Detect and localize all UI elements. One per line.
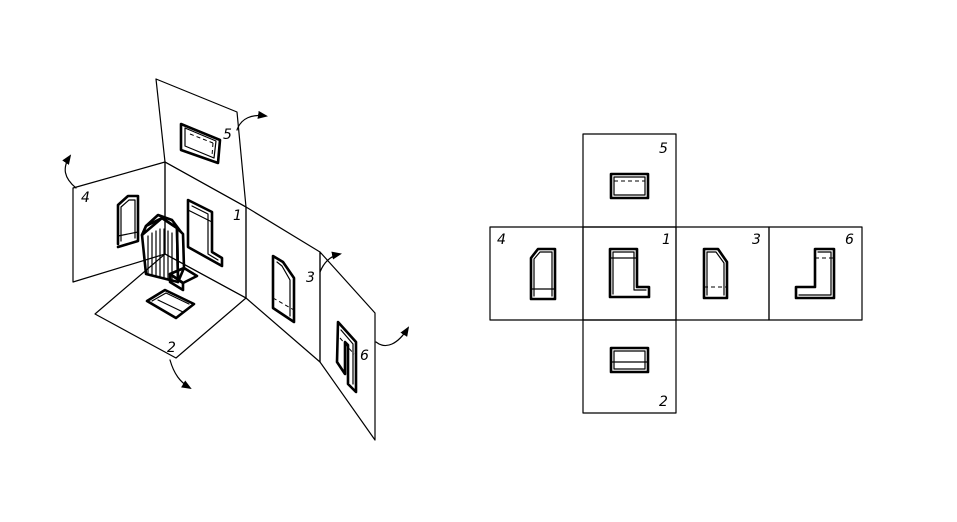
plane-6-iso [319, 251, 376, 441]
iso-label-5: 5 [223, 127, 232, 143]
rotation-arrow-5 [236, 110, 268, 131]
plane-5-iso [155, 78, 247, 208]
unfolded-label-2: 2 [659, 394, 668, 410]
cell-6 [768, 226, 863, 321]
unfolded-label-1: 1 [662, 232, 671, 248]
iso-label-1: 1 [233, 208, 242, 224]
view-1-shape [608, 247, 651, 299]
projection-2-iso [145, 288, 196, 320]
view-6-shape [794, 247, 836, 300]
unfolded-label-4: 4 [497, 232, 506, 248]
view-4-shape [529, 247, 557, 301]
unfolded-view: 5 4 1 3 6 2 [489, 133, 863, 414]
iso-label-2: 2 [167, 340, 176, 356]
view-2-shape [609, 346, 650, 374]
projection-1-iso [186, 198, 224, 268]
rotation-arrow-6 [375, 326, 410, 347]
iso-label-6: 6 [360, 348, 369, 364]
unfolded-label-6: 6 [845, 232, 854, 248]
iso-label-4: 4 [81, 190, 90, 206]
projection-5-iso [179, 122, 222, 165]
rotation-arrow-3 [319, 251, 342, 273]
object-3d [140, 213, 199, 292]
unfolded-label-5: 5 [659, 141, 668, 157]
isometric-view: 1 2 3 4 5 6 [62, 78, 410, 441]
iso-label-3: 3 [306, 270, 315, 286]
projection-6-iso [335, 320, 358, 394]
projection-4-iso [116, 194, 140, 249]
cell-2 [582, 319, 677, 414]
view-5-shape [609, 172, 650, 200]
unfolded-label-3: 3 [752, 232, 761, 248]
view-3-shape [702, 247, 729, 300]
projection-3-iso [271, 254, 296, 324]
rotation-arrow-2 [169, 359, 192, 390]
rotation-arrow-4 [62, 154, 77, 189]
